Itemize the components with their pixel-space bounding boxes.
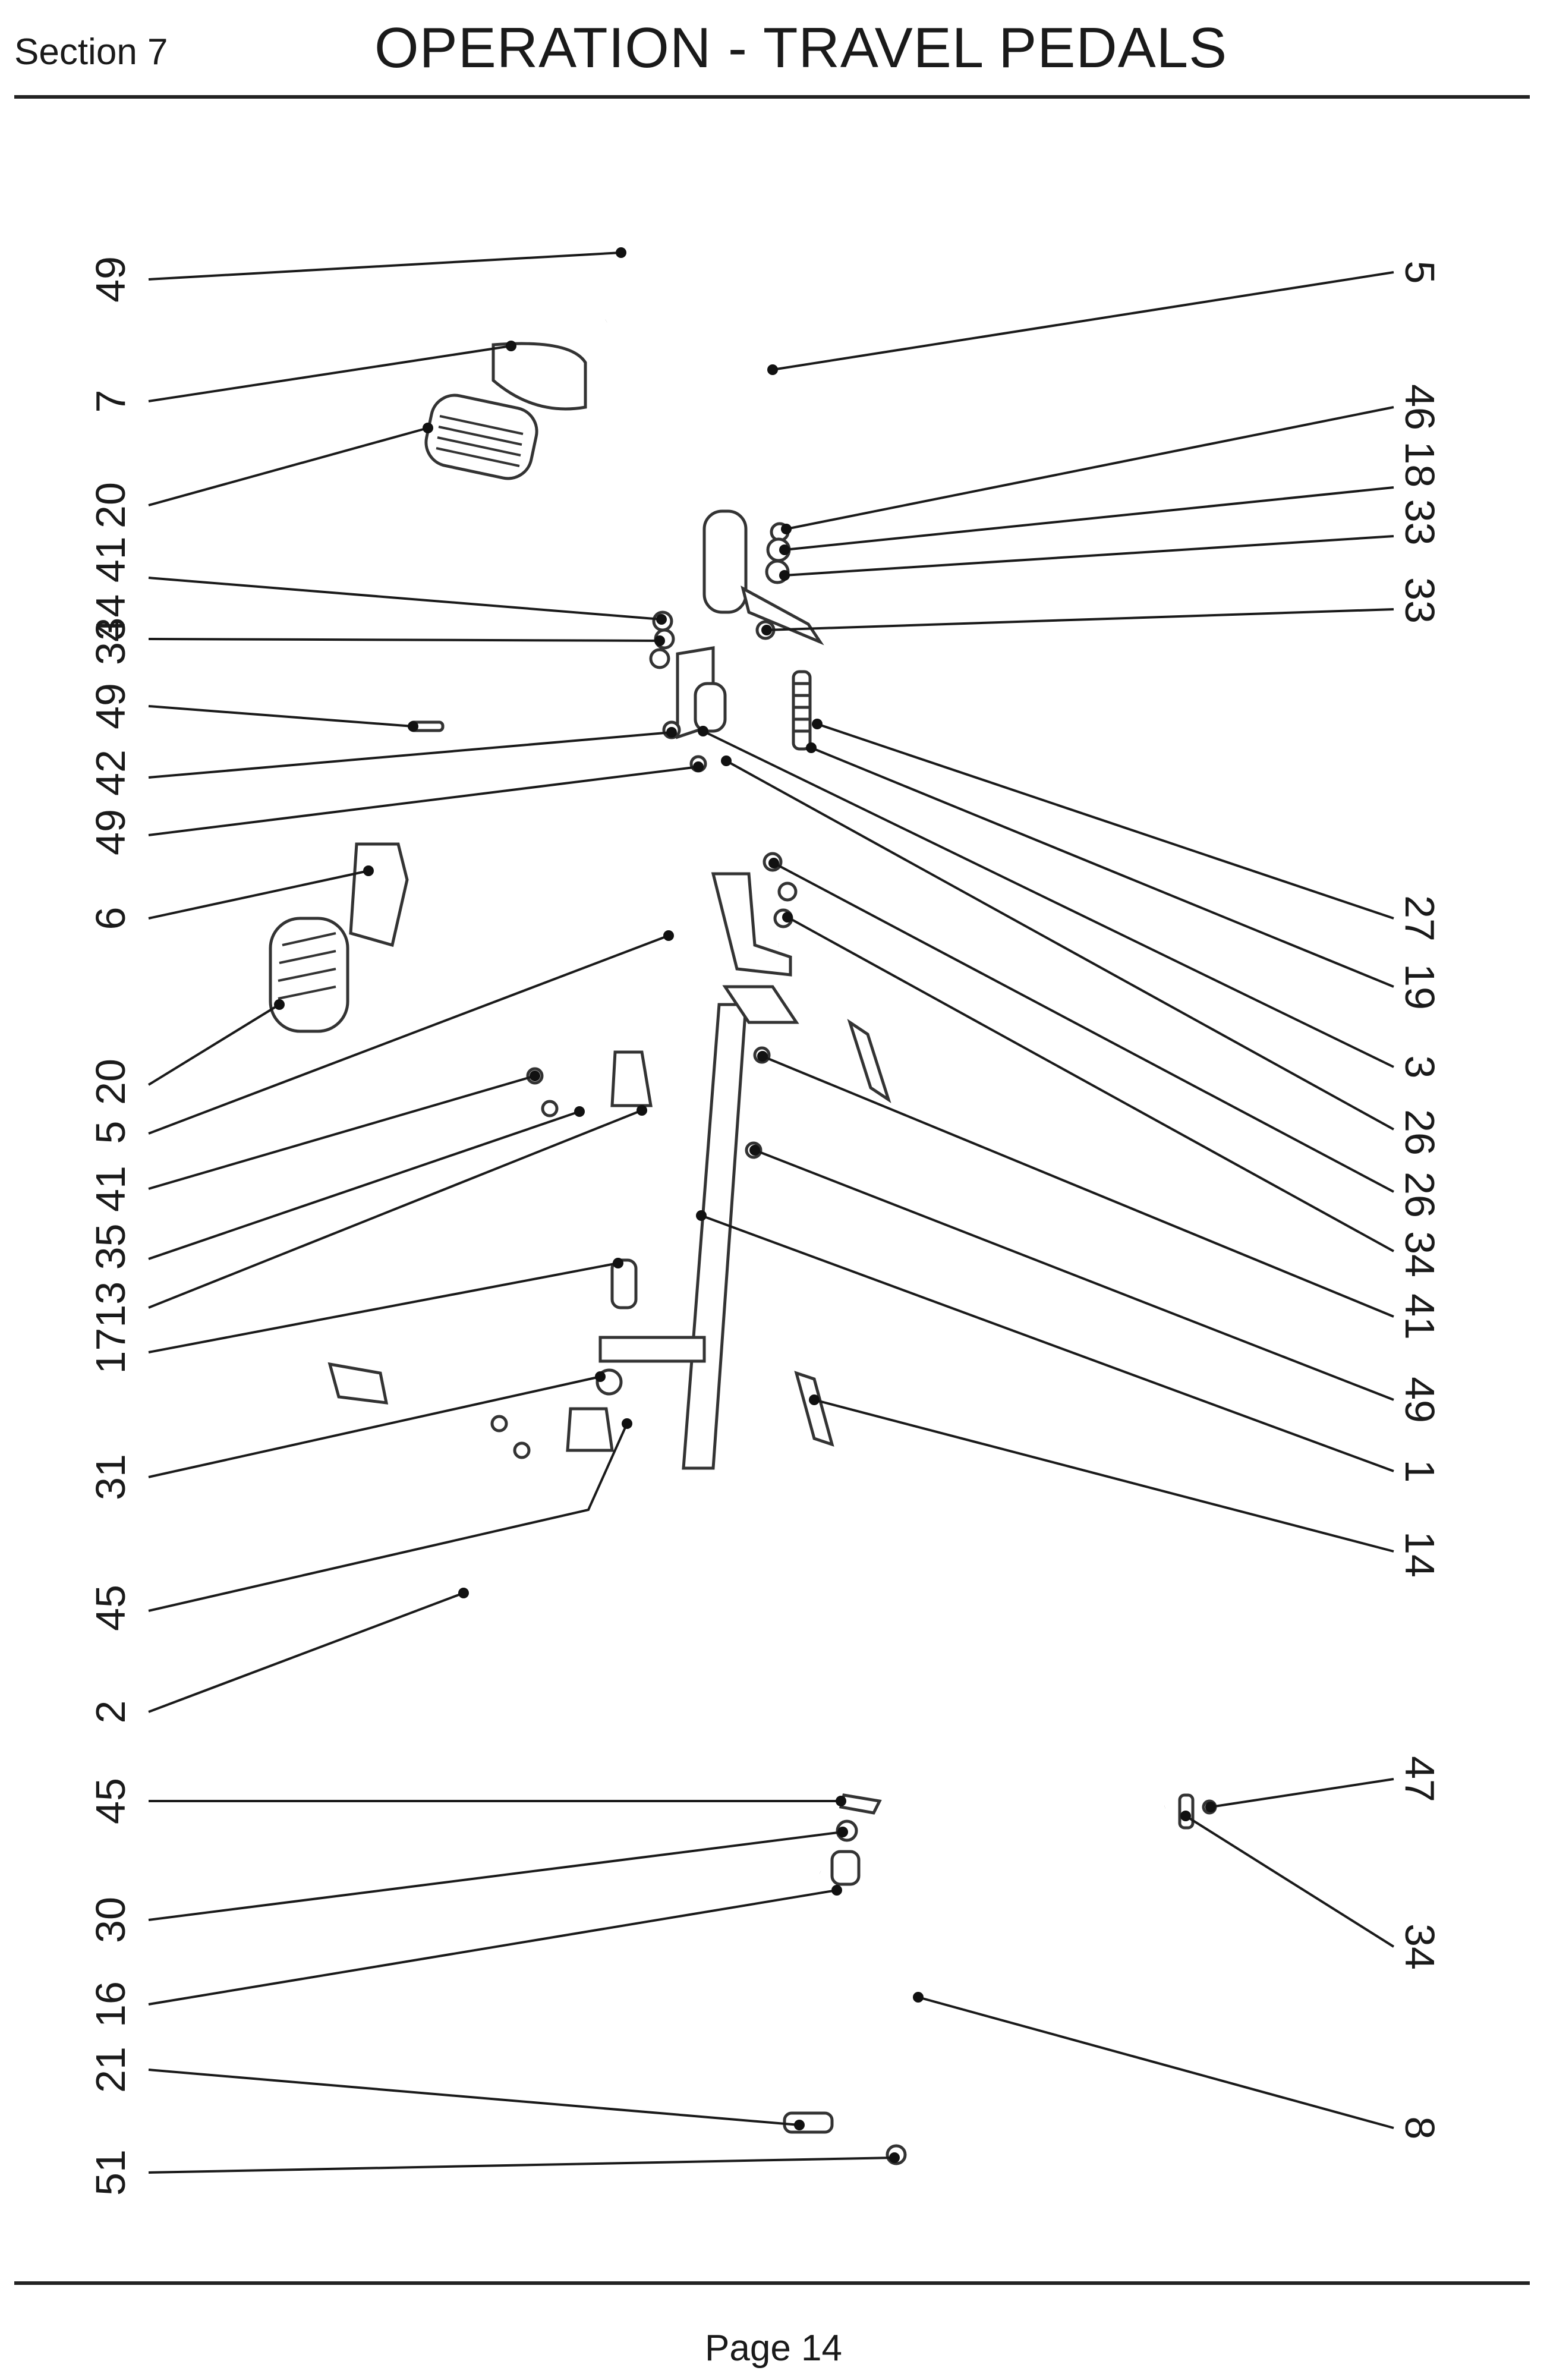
part-upper-sleeve — [702, 509, 748, 614]
part-pin-1713 — [610, 1258, 638, 1309]
part-shaft-lower-plate — [598, 1336, 706, 1363]
callout-right: 14 — [1397, 1531, 1443, 1578]
part-middle-pedal-arm-inner — [475, 731, 779, 951]
part-clip-45b — [839, 1793, 882, 1815]
callout-left: 49 — [87, 256, 134, 303]
part-upper-bracket-arm — [741, 585, 824, 646]
callout-right: 26 — [1397, 1172, 1443, 1218]
part-nut-35 — [541, 1100, 559, 1117]
part-sleeve-21 — [783, 2111, 834, 2134]
callout-left: 34 41 — [87, 536, 134, 640]
callout-right: 1 — [1397, 1460, 1443, 1483]
callout-right: 3 — [1397, 1056, 1443, 1079]
part-rear-pedal-arm-inner — [850, 1802, 1166, 2124]
callout-left: 20 — [87, 482, 134, 528]
callout-left: 31 — [87, 1454, 134, 1500]
callout-right: 49 — [1397, 1377, 1443, 1423]
footer-rule — [14, 2281, 1530, 2285]
part-nut-34b — [649, 648, 670, 669]
leader-lines — [147, 251, 1395, 2174]
callout-left: 49 — [87, 683, 134, 729]
part-hinge-pin — [694, 682, 727, 733]
part-bolt-26b — [777, 882, 798, 902]
callout-left: 6 — [87, 907, 134, 930]
page-number: Page 14 — [705, 2328, 842, 2369]
callout-left: 21 — [87, 2047, 134, 2093]
callout-left: 45 — [87, 1585, 134, 1631]
part-long-pedal-arm-inner — [352, 1392, 823, 1878]
callout-left: 20 — [87, 1059, 134, 1105]
callout-left: 34 — [87, 619, 134, 665]
part-nut-17b — [513, 1441, 531, 1459]
part-shaft-top-plate — [711, 872, 792, 977]
callout-left: 51 — [87, 2149, 134, 2196]
callout-right: 27 — [1397, 895, 1443, 942]
callout-right: 26 — [1397, 1109, 1443, 1156]
callout-right: 47 — [1397, 1756, 1443, 1802]
callout-right: 19 — [1397, 964, 1443, 1010]
part-upper-handle — [605, 292, 777, 565]
part-plate-upper — [847, 1018, 891, 1104]
callout-right: 34 — [1397, 1231, 1443, 1277]
leader-dots — [274, 247, 1216, 2163]
part-pedal-tread-upper-ribs — [436, 415, 524, 467]
callout-left: 16 — [87, 1981, 134, 2028]
part-clip-13 — [610, 1050, 653, 1107]
callout-left: 7 — [87, 390, 134, 413]
part-rear-pedal-arm — [850, 1805, 1165, 2121]
callout-right: 5 — [1397, 261, 1443, 284]
part-main-shaft — [682, 1003, 748, 1470]
part-pedal-pad-6 — [349, 842, 409, 947]
page-title: OPERATION - TRAVEL PEDALS — [374, 16, 1228, 80]
callout-right: 34 — [1397, 1923, 1443, 1970]
pedal-parts-drawing — [269, 287, 1217, 2165]
part-spring-27-coils — [793, 682, 810, 733]
right-callout-labels: 5 46 18 33 33 27 19 3 26 26 34 41 49 1 1… — [1397, 261, 1443, 2140]
callout-left: 42 — [87, 750, 134, 796]
callout-right: 41 — [1397, 1293, 1443, 1340]
callout-left: 2 — [87, 1701, 134, 1724]
callout-left: 45 — [87, 1778, 134, 1824]
part-shaft-mid-plate — [722, 985, 799, 1024]
callout-left: 5 — [87, 1121, 134, 1144]
header-rule — [14, 95, 1530, 99]
left-callout-labels: 49 7 20 34 41 34 49 42 49 6 20 5 41 1713… — [87, 256, 134, 2196]
part-upper-handle-inner — [602, 287, 782, 565]
part-pedal-pad-7 — [491, 342, 587, 411]
part-nut-17 — [490, 1415, 508, 1433]
part-fitting-16 — [830, 1850, 861, 1886]
callout-right: 18 33 — [1397, 441, 1443, 545]
callout-right: 8 — [1397, 2117, 1443, 2140]
callout-left: 41 — [87, 1166, 134, 1212]
callout-right: 46 — [1397, 384, 1443, 430]
callout-right: 33 — [1397, 577, 1443, 624]
callout-left: 30 — [87, 1897, 134, 1943]
part-pedal-tread-lower-ribs — [278, 932, 336, 1000]
callout-left: 1713 35 — [87, 1223, 134, 1374]
callout-left: 49 — [87, 809, 134, 855]
part-lower-pedal-foot — [327, 1362, 389, 1405]
part-plate-14 — [794, 1371, 834, 1447]
part-clip-45 — [566, 1407, 614, 1452]
section-label: Section 7 — [14, 32, 168, 73]
